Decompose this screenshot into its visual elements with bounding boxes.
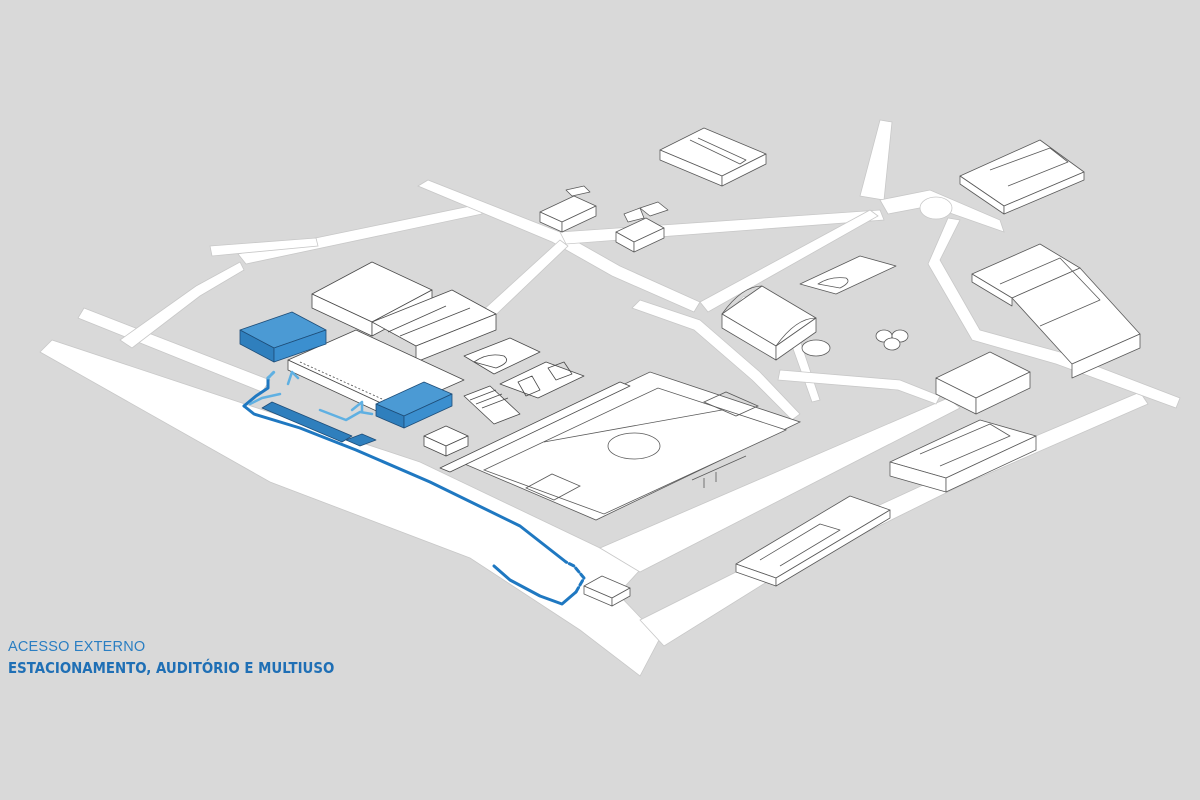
route-main — [492, 564, 578, 606]
north-east-arc — [879, 189, 1005, 233]
highlighted-building-icon — [239, 311, 327, 363]
highlighted-buildings — [239, 311, 453, 447]
north-west-road — [77, 307, 271, 393]
inner-loop-road — [119, 261, 245, 349]
field-stand-line — [691, 455, 747, 481]
route-branch-parking — [242, 376, 270, 408]
route-to-auditorium — [266, 370, 276, 380]
caption-title: ESTACIONAMENTO, AUDITÓRIO E MULTIUSO — [8, 659, 335, 677]
field-pitch — [482, 387, 788, 515]
parking-lot — [261, 401, 377, 447]
lower-campus-road — [777, 369, 941, 405]
building-cluster-north-a — [539, 185, 597, 233]
route-to-multiuso — [318, 408, 374, 422]
building-east-block-b — [889, 419, 1037, 493]
multipurpose-block — [375, 381, 453, 429]
building-cluster-north-b — [615, 201, 669, 253]
steps — [463, 385, 521, 425]
east-loop-road — [927, 217, 1181, 409]
route-arrow-multiuso — [350, 400, 364, 414]
route-inner — [248, 392, 282, 406]
building-east-block-a — [935, 351, 1031, 415]
pool-structure — [799, 255, 897, 295]
north-spur — [859, 119, 893, 201]
route-arrow-auditorium — [286, 370, 300, 386]
penalty-box-south — [525, 473, 581, 501]
dashed-route-icon — [564, 560, 586, 594]
caption-subtitle: ACESSO EXTERNO — [8, 639, 146, 655]
access-route — [242, 370, 586, 606]
building-south-row — [735, 495, 891, 587]
building-north-pavilion — [659, 127, 767, 187]
east-road — [599, 397, 961, 573]
route-road — [242, 404, 568, 564]
building-dome-hall — [721, 285, 817, 361]
centre-circle — [607, 432, 661, 460]
building-north-east — [959, 139, 1085, 215]
inner-diagonal-road — [699, 209, 879, 313]
building-gatehouse — [583, 575, 631, 607]
north-road-b — [209, 237, 319, 257]
building-east-complex — [971, 243, 1141, 379]
penalty-box-north — [703, 391, 759, 417]
clover-plaza — [875, 329, 909, 351]
round-pool — [801, 339, 831, 357]
halfway-line — [543, 409, 723, 443]
north-road-a — [237, 203, 483, 265]
diagram-caption: ACESSO EXTERNO ESTACIONAMENTO, AUDITÓRIO… — [8, 638, 387, 680]
background-buildings — [539, 127, 1141, 607]
roundabout-ring — [919, 196, 953, 220]
